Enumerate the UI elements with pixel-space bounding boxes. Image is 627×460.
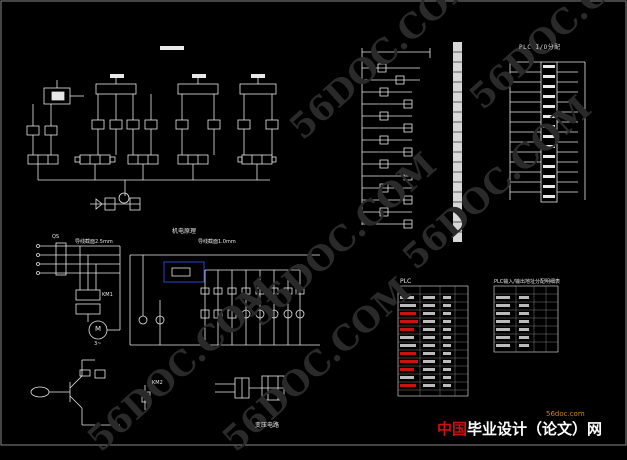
plc-table-title: PLC — [400, 278, 412, 285]
control-circuit — [129, 254, 320, 346]
site-url: 56doc.com — [546, 410, 585, 418]
wire-left-label: 导线截面2.5mm — [75, 239, 113, 245]
plc-table-right — [493, 285, 559, 353]
plc-table-left — [397, 285, 469, 397]
plc-table2-title: PLC输入/输出地址分配明细表 — [494, 279, 560, 285]
relay-km2-label: KM2 — [152, 380, 163, 386]
plc-io-title: PLC I/O分配 — [519, 44, 561, 51]
pneumatic-diagram — [26, 46, 279, 211]
plc-io-diagram — [509, 61, 586, 203]
motor-circuit-title: 机电原理 — [172, 228, 197, 235]
motor-sub-label: 3~ — [94, 341, 102, 347]
bottom-circuit-title: 变压电路 — [255, 422, 280, 429]
plc-io-module-bars — [543, 65, 555, 198]
qs-label: QS — [52, 234, 60, 240]
main-power-circuit — [30, 242, 151, 426]
brand-part1: 中国 — [437, 420, 468, 438]
plc-ladder-diagram — [361, 48, 431, 229]
motor-label: M — [95, 325, 102, 333]
wire-right-label: 导线截面1.0mm — [198, 239, 236, 245]
cad-drawing-sheet — [0, 0, 627, 446]
transformer-circuit — [215, 375, 290, 401]
sheet-border — [0, 0, 627, 446]
relay-km1-label: KM1 — [102, 292, 113, 298]
terminal-strip-lines — [453, 51, 462, 233]
brand-part2: 毕业设计（论文）网 — [467, 420, 603, 438]
brand-logo-text: 中国毕业设计（论文）网 — [437, 418, 602, 439]
